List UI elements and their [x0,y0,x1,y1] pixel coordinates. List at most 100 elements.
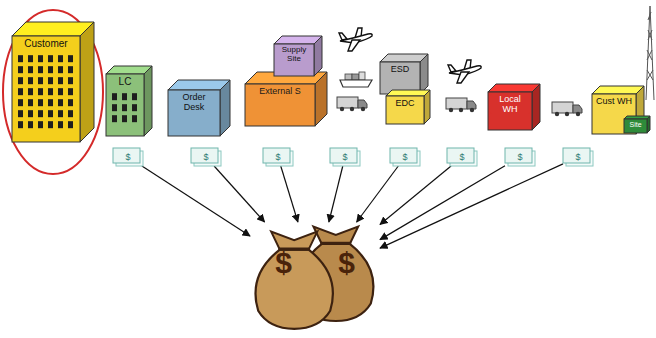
window [18,88,23,95]
ship-bridge [359,72,365,80]
window [58,88,63,95]
window [58,77,63,84]
currency-symbol: $ [515,152,524,162]
window [68,110,73,117]
window [132,104,137,111]
money-bags: $$ [250,222,380,334]
dollar-bill: $ [390,148,420,166]
flow-arrow [142,166,250,236]
building-top [168,80,230,90]
window [38,55,43,62]
building-top [386,90,430,96]
flow-arrow [357,166,399,222]
bill-front [563,148,590,163]
airplane-icon [448,60,481,83]
shape-drawing [245,72,327,126]
window [38,77,43,84]
window [58,121,63,128]
building-top [592,86,644,94]
dollar-bill: $ [263,148,293,166]
window [18,99,23,106]
truck-icon [337,97,367,111]
ship-icon [340,72,372,87]
building-front [168,90,220,136]
window [48,77,53,84]
dollar-bill: $ [191,148,221,166]
highlight-ellipse [3,10,103,174]
building: LC [106,66,152,136]
window [38,66,43,73]
window [38,121,43,128]
node-label: EDC [393,98,416,108]
node-label: External S [257,86,303,96]
currency-symbol: $ [336,246,357,280]
warehouse: SiteCust WH [592,86,644,134]
building-front [274,44,314,76]
warehouse: Local WH [488,84,540,130]
node-label: Local WH [490,94,530,114]
bill-front [191,148,218,163]
windows [18,55,73,128]
window [18,55,23,62]
building-top [488,84,540,92]
window [28,55,33,62]
window [58,110,63,117]
building-side [314,36,322,76]
ship-hull [340,80,372,87]
building-front [380,62,420,94]
building-side [220,80,230,136]
window [122,115,127,122]
window [132,93,137,100]
flow-arrow [380,166,505,240]
radio-tower [646,6,654,100]
customer-building: Customer [12,22,94,142]
flow-arrow [380,164,563,248]
window [122,93,127,100]
currency-symbol: $ [573,152,582,162]
bill-front [330,148,357,163]
window [68,88,73,95]
building-front [245,84,315,126]
money-sack [256,250,333,329]
tower-frame [646,6,654,100]
currency-symbol: $ [400,152,409,162]
building-side [424,90,430,124]
currency-symbol: $ [273,246,294,280]
airplane-icon [339,28,372,51]
window [58,55,63,62]
node-label: LC [117,76,134,87]
flow-arrow [329,166,343,222]
building-front [12,36,80,142]
bill-front [447,148,474,163]
window [28,77,33,84]
sack-top [313,226,358,244]
dollar-bill: $ [563,148,593,166]
node-label: ESD [389,64,412,74]
building-side [144,66,152,136]
window [28,121,33,128]
dollar-bill: $ [505,148,535,166]
building-side [420,54,428,94]
dollar-bill: $ [113,148,143,166]
container [345,74,352,80]
window [38,110,43,117]
tower-lattice [647,12,653,80]
window [18,77,23,84]
building-front [624,119,647,133]
building: Order Desk [168,80,230,136]
shape-drawing [250,222,380,334]
window [28,88,33,95]
dollar-bill: $ [330,148,360,166]
building-front [106,74,144,136]
windows [112,93,137,122]
window [68,77,73,84]
node-label: Customer [22,38,69,49]
building-side [532,84,540,130]
money-bag-group [256,226,374,328]
window [38,99,43,106]
flow-arrow [214,166,264,222]
site-box: ESD [380,54,428,94]
building-front [386,96,424,124]
window [58,99,63,106]
